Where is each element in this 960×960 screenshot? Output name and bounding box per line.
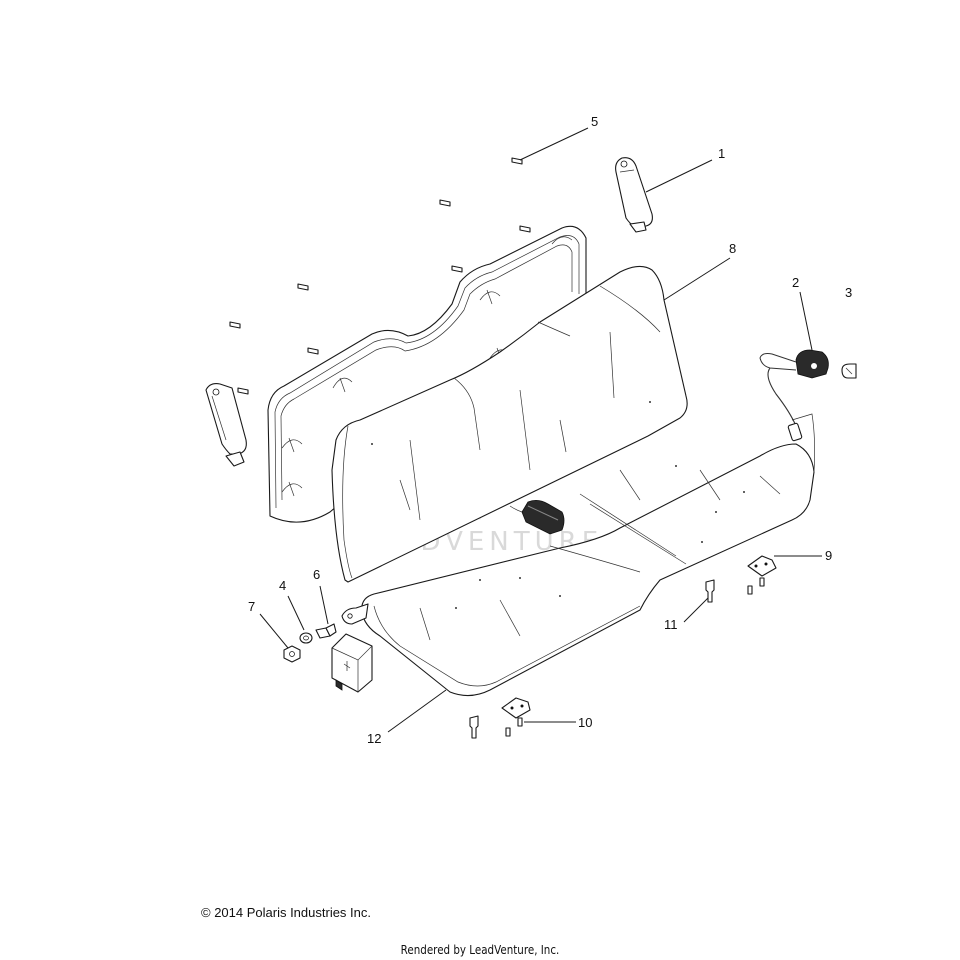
screws-part-5 (229, 157, 531, 395)
callout-4: 4 (279, 578, 286, 593)
nut-part-7 (283, 645, 301, 663)
seat-bottom-cushion (341, 413, 816, 697)
seat-back-cushion (331, 265, 688, 583)
callout-2: 2 (792, 275, 799, 290)
clip-part-3 (841, 363, 857, 379)
leader-lines (259, 127, 822, 733)
callout-7: 7 (248, 599, 255, 614)
callout-1: 1 (718, 146, 725, 161)
left-belt-anchor (205, 383, 247, 467)
bolt-part-6 (315, 623, 337, 639)
bracket-part-9 (747, 555, 777, 595)
callout-9: 9 (825, 548, 832, 563)
callout-5: 5 (591, 114, 598, 129)
pin-part-11 (469, 579, 715, 739)
callout-8: 8 (729, 241, 736, 256)
mounting-bracket-box (331, 633, 373, 693)
callout-3: 3 (845, 285, 852, 300)
rendered-by-text: Rendered by LeadVenture, Inc. (400, 943, 560, 957)
callout-labels: 1 2 3 4 5 6 7 8 9 10 11 12 (248, 114, 852, 746)
callout-10: 10 (578, 715, 592, 730)
bracket-part-10 (501, 697, 531, 737)
seat-belt-buckle-center (509, 500, 565, 535)
callout-6: 6 (313, 567, 320, 582)
seat-belt-retractor (615, 157, 653, 233)
copyright-text: © 2014 Polaris Industries Inc. (201, 905, 371, 920)
washer-part-4 (299, 632, 313, 644)
callout-12: 12 (367, 731, 381, 746)
seat-belt-buckle-right (759, 349, 829, 442)
callout-11: 11 (664, 617, 678, 632)
